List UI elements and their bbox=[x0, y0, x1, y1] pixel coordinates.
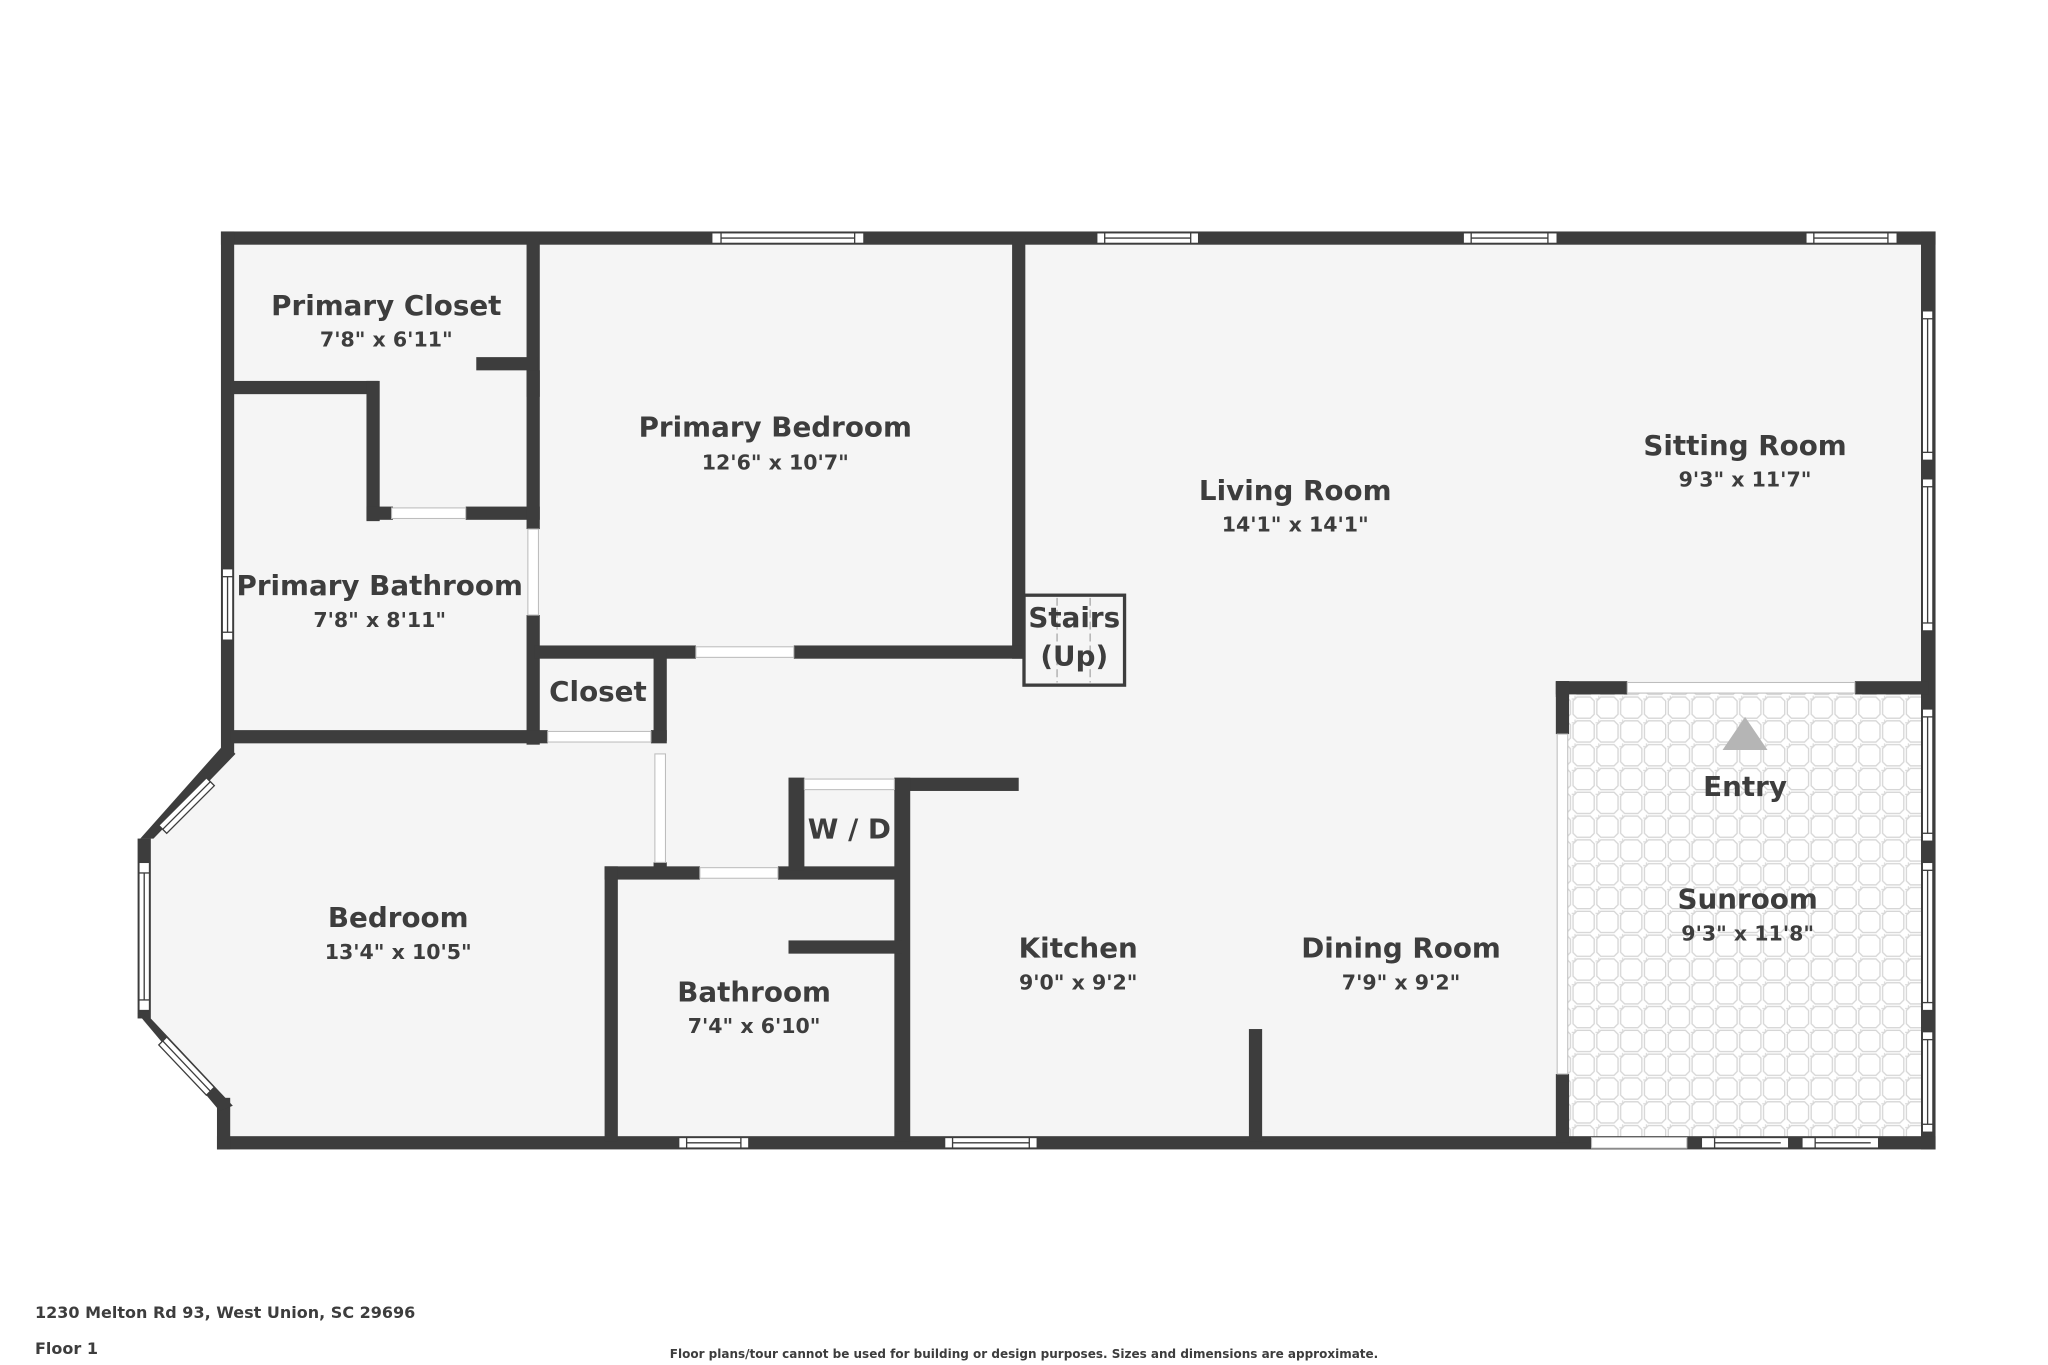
room-name-entry: Entry bbox=[1703, 770, 1787, 803]
room-dims-dining-room: 7'9" x 9'2" bbox=[1342, 970, 1460, 994]
window bbox=[138, 861, 151, 1012]
window bbox=[157, 776, 216, 835]
window bbox=[221, 568, 234, 641]
sunroom-tile-floor bbox=[1566, 690, 1927, 1143]
stairs bbox=[1022, 593, 1127, 687]
room-name-kitchen: Kitchen bbox=[1019, 932, 1138, 965]
room-name-dining-room: Dining Room bbox=[1301, 932, 1501, 965]
window bbox=[1801, 1136, 1880, 1149]
window bbox=[1096, 232, 1200, 245]
interior-walls bbox=[230, 238, 1929, 1143]
window bbox=[1921, 861, 1934, 1012]
window bbox=[1462, 232, 1558, 245]
window bbox=[711, 232, 865, 245]
window bbox=[1921, 1031, 1934, 1133]
window bbox=[943, 1136, 1038, 1149]
window bbox=[157, 1036, 216, 1097]
window bbox=[1921, 310, 1934, 461]
room-dims-primary-bedroom: 12'6" x 10'7" bbox=[702, 451, 849, 475]
room-name-sitting-room: Sitting Room bbox=[1643, 429, 1846, 462]
room-dims-kitchen: 9'0" x 9'2" bbox=[1019, 970, 1137, 994]
doorways bbox=[391, 507, 1856, 1149]
disclaimer: Floor plans/tour cannot be used for buil… bbox=[669, 1347, 1379, 1361]
bedroom-bay-floor bbox=[142, 751, 225, 1106]
room-labels: Primary Closet 7'8" x 6'11" Primary Bedr… bbox=[236, 289, 1846, 1038]
window bbox=[1921, 708, 1934, 842]
floor-fills bbox=[142, 231, 1935, 1149]
window bbox=[1805, 232, 1898, 245]
entry-arrow-icon bbox=[1722, 716, 1768, 750]
room-dims-bathroom: 7'4" x 6'10" bbox=[688, 1014, 821, 1038]
room-name-closet: Closet bbox=[549, 675, 647, 708]
room-name-primary-bathroom: Primary Bathroom bbox=[236, 569, 522, 602]
room-name-living-room: Living Room bbox=[1199, 474, 1392, 507]
room-dims-bedroom: 13'4" x 10'5" bbox=[325, 940, 472, 964]
room-dims-sitting-room: 9'3" x 11'7" bbox=[1679, 468, 1812, 492]
room-name-primary-closet: Primary Closet bbox=[271, 289, 501, 322]
window bbox=[1700, 1136, 1790, 1149]
room-dims-primary-bathroom: 7'8" x 8'11" bbox=[313, 608, 446, 632]
room-name-wd: W / D bbox=[808, 813, 891, 846]
property-address: 1230 Melton Rd 93, West Union, SC 29696 bbox=[35, 1303, 416, 1322]
room-name-stairs: Stairs bbox=[1028, 601, 1120, 634]
room-dims-primary-closet: 7'8" x 6'11" bbox=[320, 328, 453, 352]
room-name-stairs-direction: (Up) bbox=[1040, 639, 1108, 672]
windows bbox=[138, 232, 1934, 1149]
room-dims-sunroom: 9'3" x 11'8" bbox=[1681, 921, 1814, 945]
room-name-bedroom: Bedroom bbox=[328, 901, 469, 934]
room-name-sunroom: Sunroom bbox=[1678, 883, 1818, 916]
floor-label: Floor 1 bbox=[35, 1339, 98, 1358]
room-name-primary-bedroom: Primary Bedroom bbox=[639, 410, 912, 443]
room-name-bathroom: Bathroom bbox=[677, 975, 831, 1008]
room-dims-living-room: 14'1" x 14'1" bbox=[1222, 513, 1369, 537]
window bbox=[1921, 478, 1934, 632]
window bbox=[678, 1136, 750, 1149]
